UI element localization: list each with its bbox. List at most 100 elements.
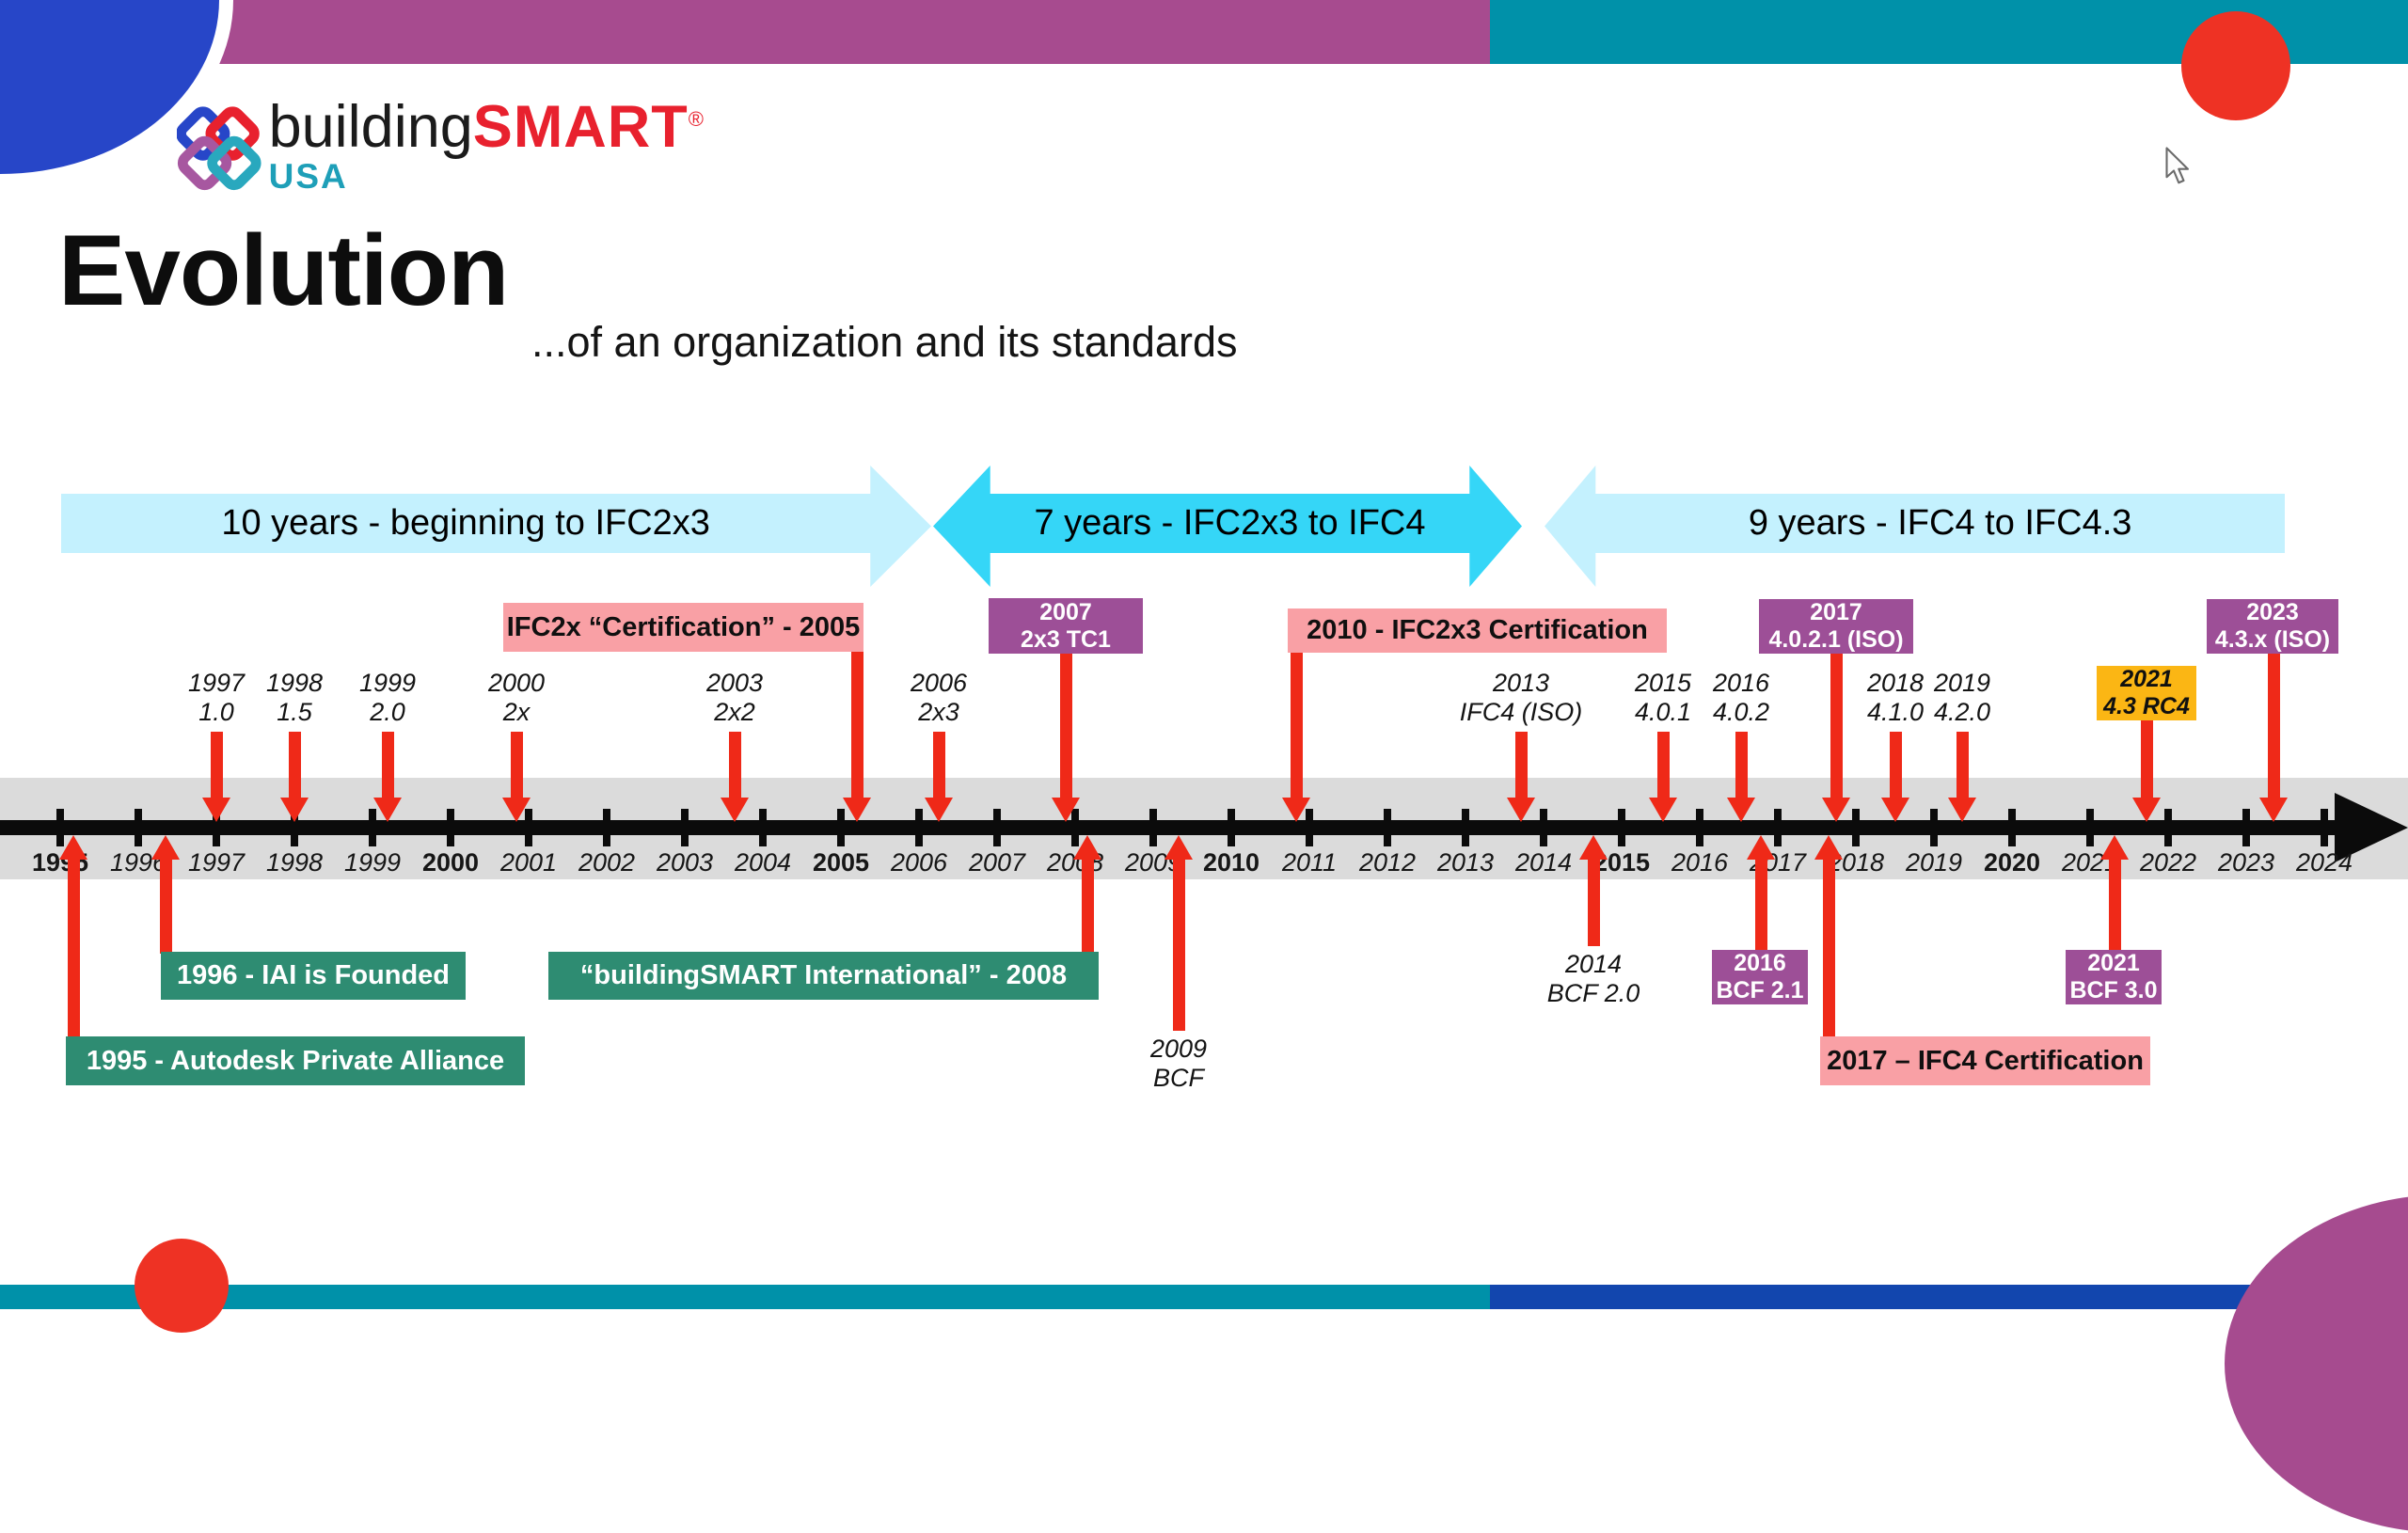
marker-arrow-shaft — [1735, 732, 1748, 798]
marker-arrow-shaft — [1889, 732, 1902, 798]
buildingsmart-usa-logo: buildingSMART® USA — [177, 98, 704, 220]
year-tick — [291, 809, 298, 846]
event-box-line: 2016 — [1734, 950, 1786, 976]
year-label: 2000 — [421, 848, 480, 877]
logo-word-smart: SMART — [472, 94, 689, 160]
year-label: 2014 — [1514, 848, 1573, 877]
year-tick — [1930, 809, 1938, 846]
version-label-version: BCF — [1153, 1064, 1204, 1092]
event-box-line: 4.3.x (ISO) — [2214, 626, 2331, 653]
year-label: 2001 — [499, 848, 558, 877]
version-label-year: 2006 — [910, 669, 968, 697]
year-tick — [1149, 809, 1157, 846]
red-circle-top-right — [2181, 11, 2290, 120]
corner-purple-quarter-circle — [2225, 1194, 2408, 1533]
event-arrow-head — [1814, 835, 1843, 860]
event-arrow-head — [2132, 798, 2161, 822]
marker-arrow-head — [202, 798, 230, 822]
year-tick — [525, 809, 532, 846]
version-label-version: 4.0.2 — [1712, 698, 1770, 726]
year-label: 2003 — [656, 848, 714, 877]
year-label: 2006 — [890, 848, 948, 877]
event-arrow-shaft — [2140, 720, 2153, 798]
event-arrow-shaft — [1830, 654, 1843, 798]
top-bar-magenta — [169, 0, 1490, 64]
marker-arrow-shaft — [1587, 860, 1600, 946]
event-box: 1995 - Autodesk Private Alliance — [66, 1036, 525, 1085]
year-tick — [681, 809, 689, 846]
event-box-line: 4.0.2.1 (ISO) — [1768, 626, 1904, 653]
mouse-cursor-icon — [2165, 147, 2190, 184]
year-tick — [2008, 809, 2016, 846]
page-subtitle: ...of an organization and its standards — [531, 318, 1238, 366]
event-arrow-head — [1052, 798, 1080, 822]
version-label-year: 2014 — [1564, 950, 1623, 978]
year-tick — [1462, 809, 1469, 846]
registered-mark: ® — [688, 107, 704, 131]
year-tick — [915, 809, 923, 846]
event-arrow-shaft — [67, 860, 80, 1038]
version-label-version: 4.2.0 — [1933, 698, 1991, 726]
event-arrow-head — [1073, 835, 1101, 860]
event-arrow-head — [2100, 835, 2129, 860]
version-label-year: 2015 — [1634, 669, 1692, 697]
event-box-line: IFC2x “Certification” - 2005 — [506, 611, 861, 642]
event-arrow-head — [59, 835, 87, 860]
year-label: 1998 — [265, 848, 324, 877]
year-tick — [2321, 809, 2328, 846]
logo-word-building: building — [268, 94, 473, 160]
event-arrow-shaft — [2267, 654, 2280, 798]
version-label-year: 2016 — [1712, 669, 1770, 697]
version-label-year: 1999 — [358, 669, 417, 697]
event-box-line: 2021 — [2087, 950, 2140, 976]
event-arrow-head — [151, 835, 180, 860]
year-tick — [135, 809, 142, 846]
marker-arrow-head — [1649, 798, 1677, 822]
version-label-year: 2009 — [1149, 1035, 1208, 1063]
event-box: IFC2x “Certification” - 2005 — [503, 603, 863, 652]
event-box-line: 4.3 RC4 — [2103, 693, 2190, 719]
page-title: Evolution — [58, 213, 509, 326]
year-label: 1997 — [187, 848, 246, 877]
logo-region-usa: USA — [268, 157, 348, 196]
event-box-line: 2021 — [2120, 666, 2173, 692]
year-tick — [1306, 809, 1313, 846]
marker-arrow-shaft — [1514, 732, 1528, 798]
event-arrow-shaft — [159, 860, 172, 954]
year-tick — [213, 809, 220, 846]
version-label-year: 2018 — [1866, 669, 1925, 697]
version-label-version: IFC4 (ISO) — [1459, 698, 1583, 726]
year-tick — [603, 809, 610, 846]
version-label-year: 1997 — [187, 669, 246, 697]
version-label-version: 4.0.1 — [1634, 698, 1692, 726]
event-box-line: 2x3 TC1 — [1021, 625, 1111, 653]
event-arrow-head — [2259, 798, 2288, 822]
event-arrow-shaft — [1290, 653, 1303, 798]
year-tick — [2086, 809, 2094, 846]
year-label: 2011 — [1281, 848, 1338, 877]
event-arrow-shaft — [1822, 860, 1835, 1038]
year-label: 2024 — [2295, 848, 2353, 877]
marker-arrow-shaft — [1656, 732, 1670, 798]
event-arrow-shaft — [850, 652, 863, 798]
year-label: 2022 — [2139, 848, 2197, 877]
marker-arrow-head — [1948, 798, 1976, 822]
year-tick — [1540, 809, 1547, 846]
event-arrow-shaft — [2108, 860, 2121, 952]
version-label-version: 2.0 — [370, 698, 405, 726]
year-tick — [1384, 809, 1391, 846]
bottom-bar-teal — [0, 1285, 1490, 1309]
marker-arrow-shaft — [288, 732, 301, 798]
marker-arrow-shaft — [1172, 860, 1185, 1031]
logo-text: buildingSMART® USA — [268, 98, 704, 196]
version-label-version: 1.0 — [198, 698, 234, 726]
event-arrow-shaft — [1081, 860, 1094, 954]
marker-arrow-head — [280, 798, 309, 822]
year-tick — [1852, 809, 1860, 846]
